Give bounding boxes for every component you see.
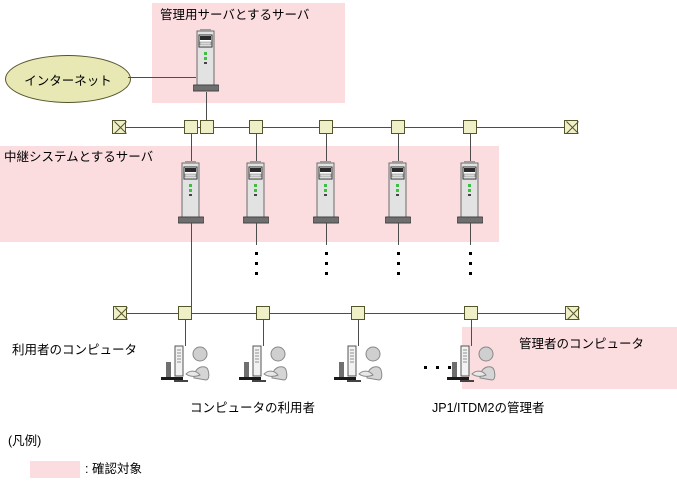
mgmt-server-region (152, 3, 345, 103)
top-bus-node-5 (463, 120, 477, 134)
management-server-icon (192, 28, 220, 96)
relay-3-continuation-dots (325, 252, 328, 275)
server-tower-svg (192, 29, 220, 92)
server-tower-svg (177, 161, 205, 224)
relay-4-continuation-dots (397, 252, 400, 275)
relay-5-continuation-dots (469, 252, 472, 275)
bottom-bus-terminator-right (565, 306, 579, 320)
legend-entry-text: : 確認対象 (85, 462, 142, 476)
admin-computer-label: 管理者のコンピュータ (519, 337, 645, 351)
mgmt-server-to-bus-link (206, 92, 207, 122)
relay-server-icon-1 (177, 160, 205, 228)
bottom-bus-terminator-left (113, 306, 127, 320)
bus-drop-workstation-admin (471, 320, 472, 346)
server-tower-svg (312, 161, 340, 224)
top-bus-node-2 (249, 120, 263, 134)
relay-2-stub (256, 223, 257, 245)
bus-drop-relay-3 (326, 134, 327, 162)
relay-2-continuation-dots (255, 252, 258, 275)
relay-server-icon-3 (312, 160, 340, 228)
bottom-bus-node-3 (351, 306, 365, 320)
legend-swatch (30, 461, 80, 478)
bus-drop-relay-2 (256, 134, 257, 162)
user-computer-label: 利用者のコンピュータ (12, 343, 138, 357)
legend-title: (凡例) (8, 434, 42, 448)
person-at-computer-svg (447, 345, 496, 382)
bottom-bus-node-2 (256, 306, 270, 320)
user-workstation-2 (236, 344, 296, 388)
management-server-label: 管理用サーバとするサーバ (160, 8, 310, 22)
jp1-admin-caption: JP1/ITDM2の管理者 (432, 401, 545, 415)
relay-5-stub (470, 223, 471, 245)
person-at-computer-svg (239, 345, 288, 382)
relay-system-server-label: 中継システムとするサーバ (4, 150, 154, 164)
admin-computer-region (462, 327, 677, 389)
relay-3-stub (326, 223, 327, 245)
cloud-to-mgmt-link (128, 77, 196, 78)
user-workstation-1 (158, 344, 218, 388)
bus-drop-workstation-1 (185, 320, 186, 346)
server-tower-svg (384, 161, 412, 224)
relay-server-icon-4 (384, 160, 412, 228)
bus-drop-workstation-3 (358, 320, 359, 346)
server-tower-svg (242, 161, 270, 224)
relay-4-stub (398, 223, 399, 245)
top-bus-terminator-left (112, 120, 126, 134)
top-bus-node-3 (319, 120, 333, 134)
bottom-bus-node-4 (464, 306, 478, 320)
server-tower-svg (456, 161, 484, 224)
bus-drop-relay-1 (191, 134, 192, 162)
bottom-bus-node-1 (178, 306, 192, 320)
top-bus-node-1 (184, 120, 198, 134)
internet-cloud-label: インターネット (24, 73, 112, 88)
top-bus-terminator-right (564, 120, 578, 134)
top-bus-node-4 (391, 120, 405, 134)
computer-users-caption: コンピュータの利用者 (190, 401, 316, 415)
user-workstation-3 (331, 344, 391, 388)
person-at-computer-svg (334, 345, 383, 382)
workstation-continuation-dots (424, 366, 451, 369)
relay-server-icon-2 (242, 160, 270, 228)
admin-workstation (444, 344, 504, 388)
bus-drop-workstation-2 (263, 320, 264, 346)
bottom-bus-line (126, 313, 574, 314)
relay-server-icon-5 (456, 160, 484, 228)
person-at-computer-svg (161, 345, 210, 382)
top-bus-node-mgmt (200, 120, 214, 134)
relay-1-to-bottom-bus-link (191, 223, 192, 313)
internet-cloud: インターネット (5, 55, 131, 103)
top-bus-line (118, 127, 574, 128)
bus-drop-relay-4 (398, 134, 399, 162)
bus-drop-relay-5 (470, 134, 471, 162)
